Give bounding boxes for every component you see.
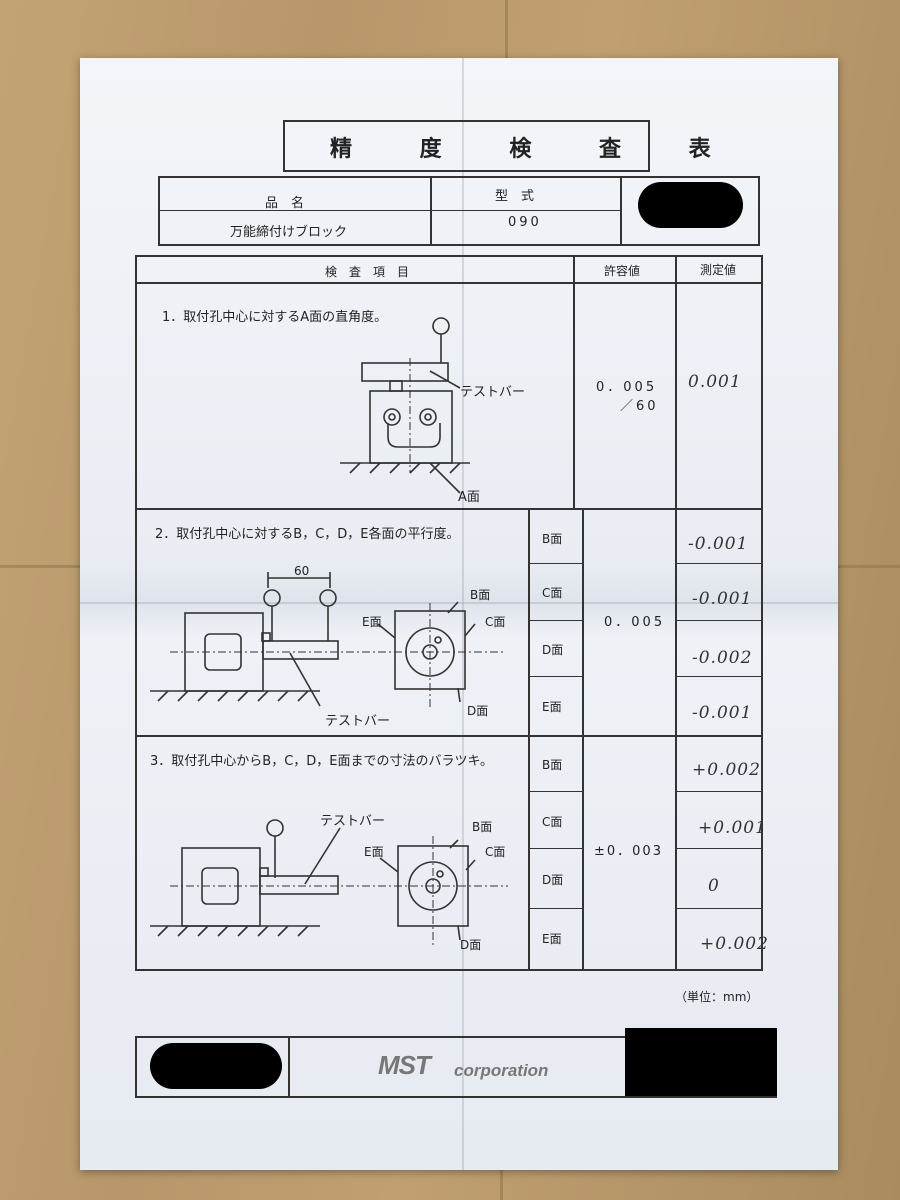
item-2-label-face-e: E面 [362,615,382,629]
unit-label: （単位：mm） [675,990,759,1004]
item-2-dimension: 60 [294,564,310,578]
item-2-tolerance: 0．005 [604,615,666,630]
header-divider [158,210,620,211]
item-3-row-face: B面 [542,758,563,772]
table-divider [528,508,530,971]
cardboard-seam [505,0,508,60]
item-3-row-face: D面 [542,873,564,887]
logo-text: corporation [454,1061,549,1080]
logo-mark: MST [378,1050,431,1080]
redacted-mark [625,1028,777,1096]
row-divider [528,676,584,677]
item-1-tolerance: 0．005 [596,380,658,395]
item-1-diagram [340,317,470,494]
item-3-text: 3．取付孔中心からB，C，D，E面までの寸法のバラツキ。 [150,754,493,769]
item-2-text: 2．取付孔中心に対するB，C，D，E各面の平行度。 [155,527,460,542]
item-3-row-measured: +0.002 [692,760,761,780]
item-2-diagram [150,572,505,708]
title-box [283,120,650,172]
header-box [158,176,760,246]
row-divider [528,620,584,621]
item-3-label-test-bar: テストバー [320,814,386,829]
table-divider [675,255,677,971]
row-divider [528,563,584,564]
header-tolerance: 許容値 [604,264,641,278]
header-divider [430,176,432,246]
row-divider [528,908,584,909]
inspection-table [135,255,763,971]
item-1-label-test-bar: テストバー [460,385,526,400]
item-2-row-measured: -0.001 [692,703,753,723]
item-3-label-face-b: B面 [472,820,493,834]
item-1-text: 1．取付孔中心に対するA面の直角度。 [162,310,388,325]
table-divider [573,255,575,508]
row-divider [528,848,584,849]
table-divider [135,282,763,284]
item-3-row-measured: +0.001 [698,818,767,838]
item-2-label-test-bar: テストバー [325,714,391,729]
model-label: 型 式 [495,189,535,204]
item-2-row-face: E面 [542,700,562,714]
table-divider [135,508,763,510]
footer-divider [288,1036,290,1098]
header-inspection-item: 検 査 項 目 [325,265,410,279]
item-3-row-measured: +0.002 [700,934,769,954]
redacted-mark [150,1043,282,1089]
item-3-diagram [150,819,508,948]
item-2-label-face-b: B面 [470,588,491,602]
table-divider [135,735,763,737]
row-divider [528,791,584,792]
page-title: 精 度 検 査 表 [330,137,741,162]
row-divider [675,848,763,849]
item-2-label-face-d: D面 [467,704,489,718]
item-2-row-measured: -0.001 [692,589,753,609]
item-1-measured: 0.001 [688,372,742,392]
item-3-tolerance: ±0．003 [594,844,663,859]
item-3-row-measured: 0 [708,876,720,896]
item-1-tolerance-per: ／60 [620,399,659,414]
item-3-label-face-c: C面 [485,845,506,859]
redacted-mark [638,182,743,228]
row-divider [675,563,763,564]
model-value: 090 [508,215,542,230]
item-2-row-face: D面 [542,643,564,657]
cardboard-seam [500,1165,503,1200]
fold-line [462,58,464,1170]
row-divider [675,791,763,792]
item-2-label-face-c: C面 [485,615,506,629]
item-2-row-face: B面 [542,532,563,546]
product-value: 万能締付けブロック [230,225,348,240]
header-measured: 測定値 [700,263,737,277]
row-divider [675,620,763,621]
item-3-label-face-d: D面 [460,938,482,952]
item-2-row-measured: -0.002 [692,648,753,668]
fold-line [80,602,838,604]
item-3-row-face: E面 [542,932,562,946]
row-divider [675,908,763,909]
inspection-sheet: 精 度 検 査 表 品 名 万能締付けブロック 型 式 090 検 査 項 目 … [80,58,838,1170]
item-2-row-measured: -0.001 [688,534,749,554]
table-divider [582,508,584,971]
item-2-row-face: C面 [542,586,563,600]
row-divider [675,676,763,677]
product-label: 品 名 [265,196,305,211]
item-1-label-face-a: A面 [458,490,480,505]
item-3-row-face: C面 [542,815,563,829]
header-divider [620,176,622,246]
item-3-label-face-e: E面 [364,845,384,859]
